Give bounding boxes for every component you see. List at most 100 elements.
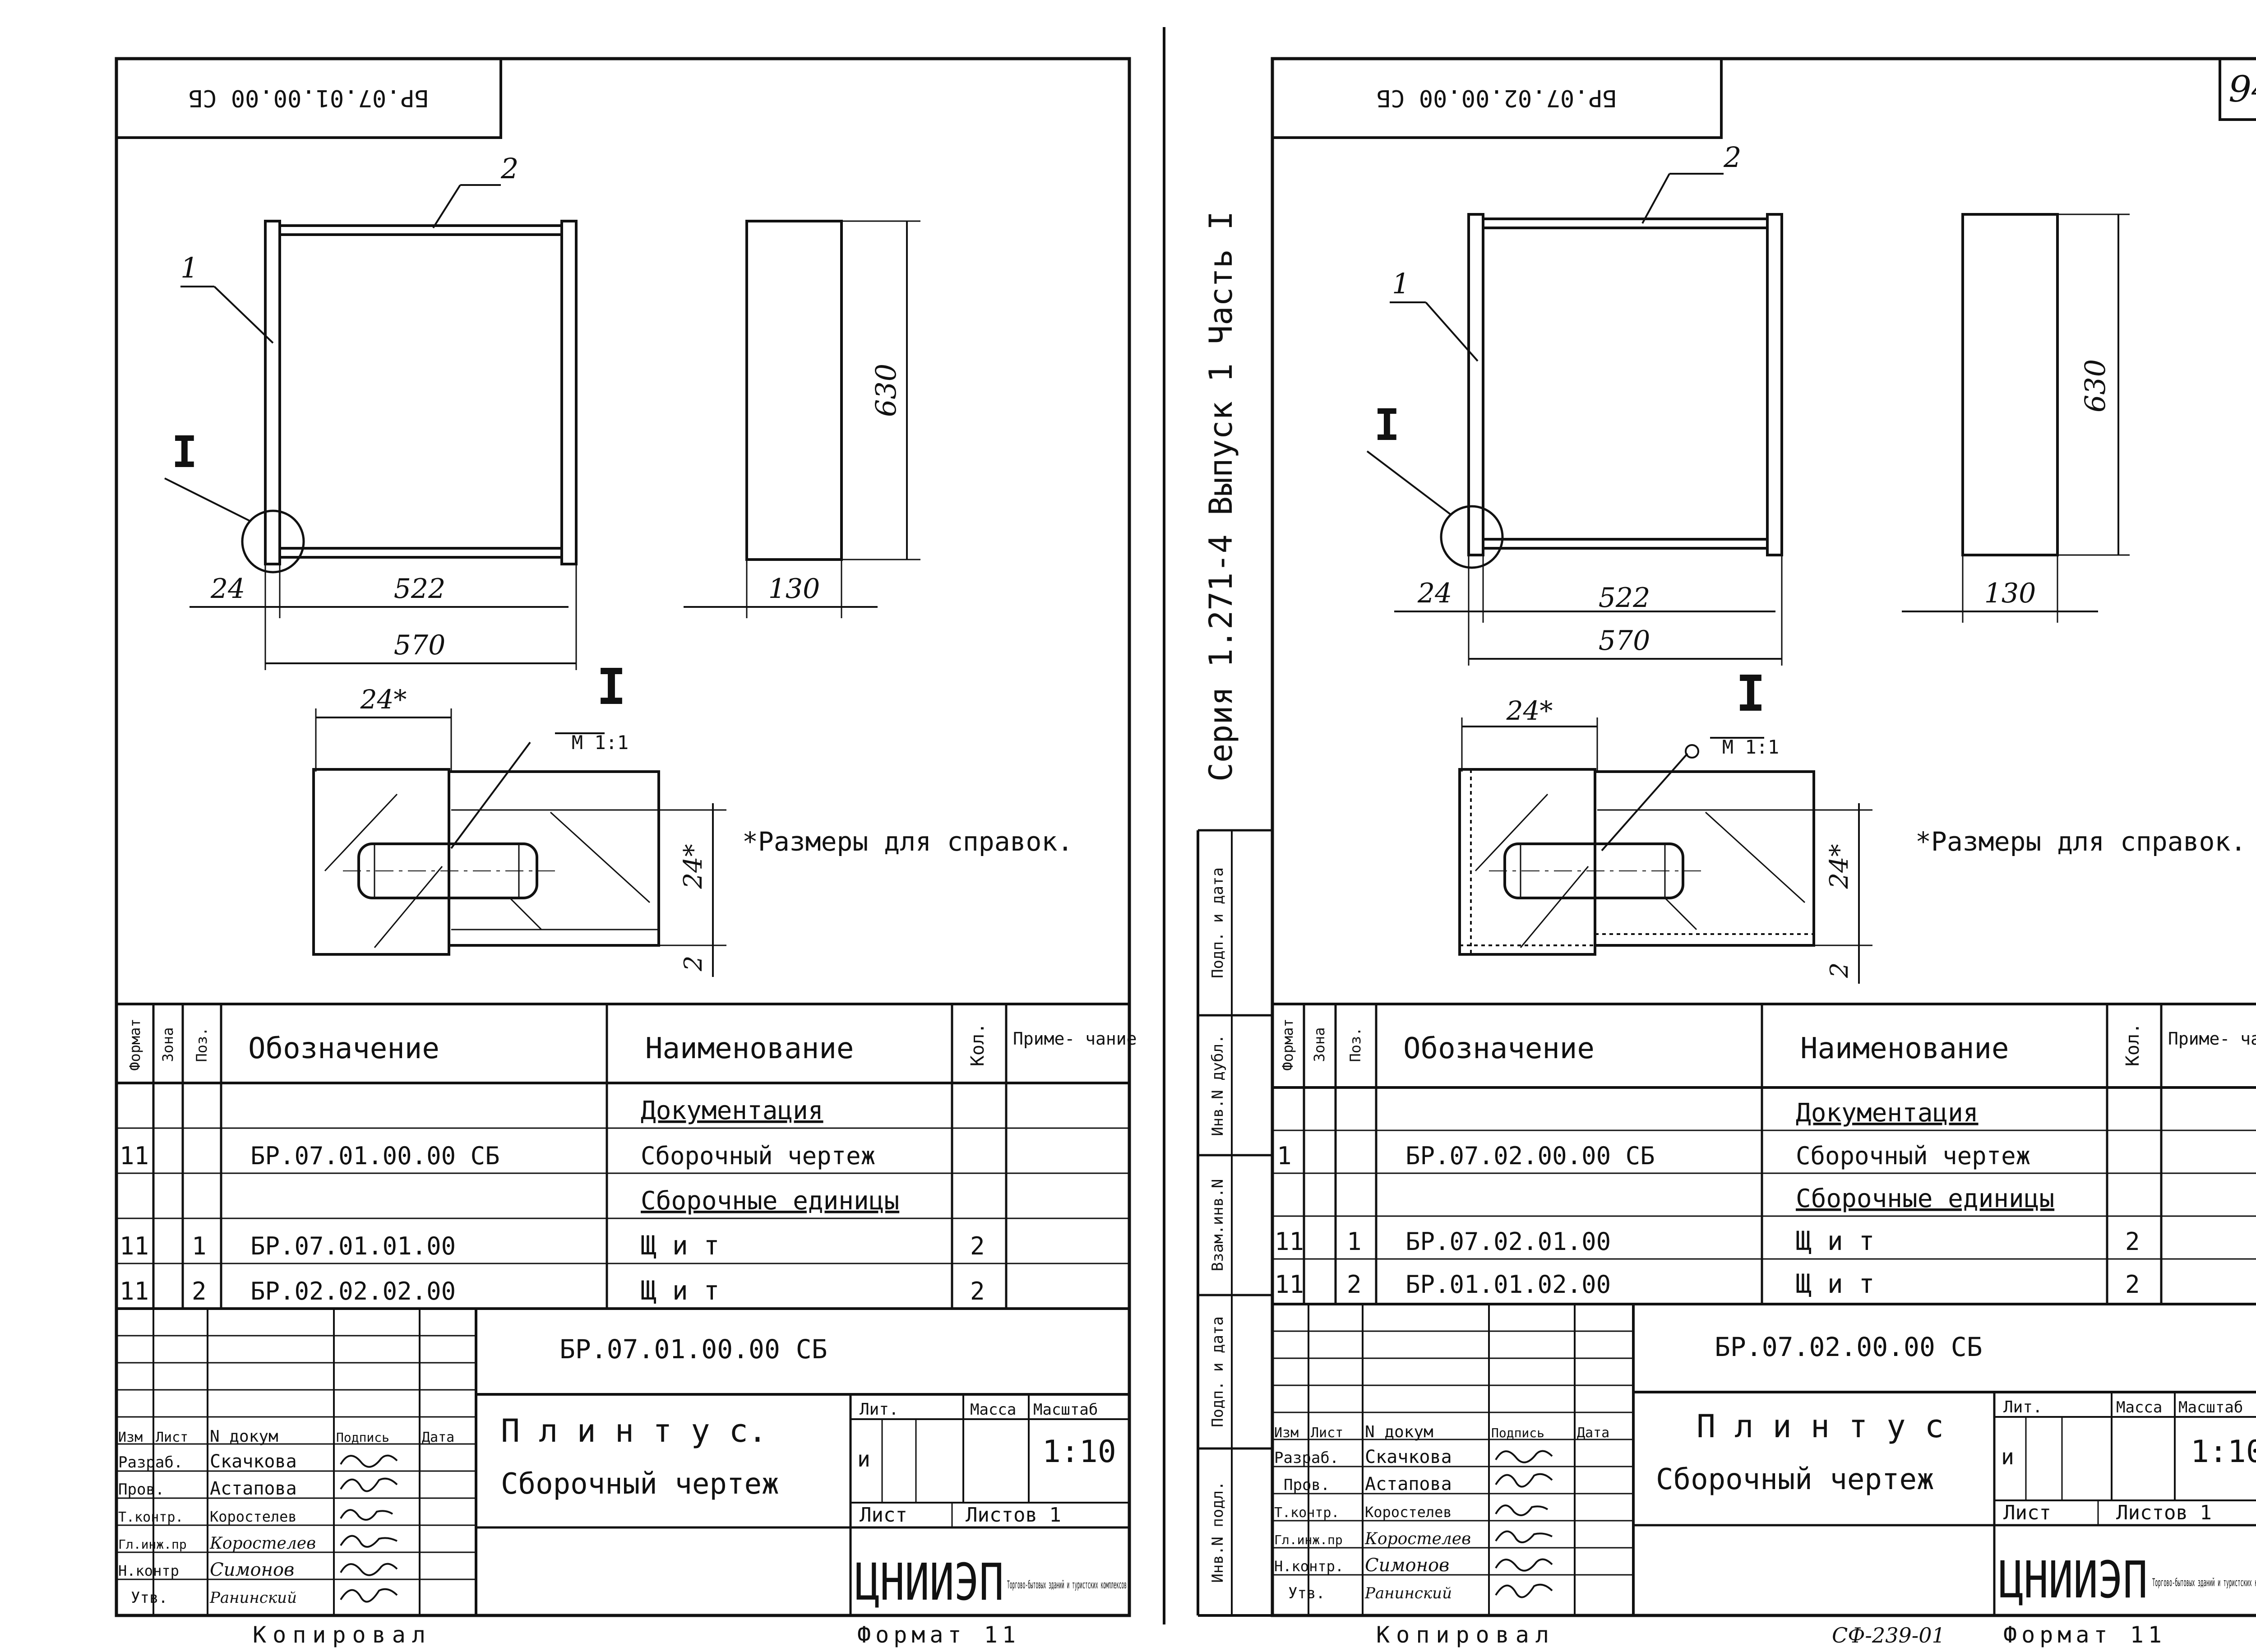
role-label: Гл.инж.пр (1274, 1532, 1343, 1547)
col-label-izm: Изм (1274, 1425, 1299, 1441)
lit-value: и (857, 1447, 870, 1472)
row-name: Щ и т (641, 1230, 720, 1261)
row-pos: 2 (1347, 1270, 1362, 1299)
row-designation: БР.01.01.02.00 (1405, 1270, 1611, 1299)
position-1-label: 1 (180, 251, 198, 284)
col-label-list: Лист (1311, 1425, 1343, 1441)
top-rail (1482, 217, 1769, 229)
doc-code: БР.07.01.00.00 СБ (559, 1334, 828, 1365)
role-label: Н.контр. (1274, 1558, 1344, 1575)
header-designation: Обозначение (248, 1032, 439, 1065)
dimension-2: 2 (1825, 963, 1854, 978)
leader-line (450, 741, 531, 849)
side-column-label: Подп. и дата (1209, 867, 1227, 978)
title-block: БР.07.01.00.00 СБ П л и н т у с. Сборочн… (116, 1307, 1129, 1615)
hatch-line (1475, 793, 1549, 872)
row-designation: БР.07.01.00.00 СБ (250, 1142, 500, 1170)
row-qty: 2 (970, 1277, 985, 1305)
scale-value: 1:10 (2191, 1434, 2256, 1470)
person-name: Скачкова (210, 1451, 297, 1472)
person-name: Коростелев (1364, 1530, 1471, 1548)
row-name: Щ и т (1796, 1268, 1875, 1299)
role-label: Пров. (1284, 1476, 1330, 1494)
dimension-630: 630 (2079, 359, 2112, 412)
mass-label: Масса (2116, 1398, 2162, 1416)
left-sheet: БР.07.01.00.00 СБ 2 1 I 24 522 570 (115, 57, 1137, 1648)
role-label: Н.контр (118, 1562, 179, 1579)
front-view: 2 1 I 24 522 570 (1366, 141, 1783, 666)
detail-section: 24* I М 1:1 24* 2 *Размеры для справок. (312, 658, 1073, 977)
row-pos: 1 (192, 1232, 207, 1260)
header-note: Приме- чание (2168, 1029, 2256, 1049)
side-column-label: Подп. и дата (1209, 1316, 1227, 1427)
row-name: Щ и т (641, 1275, 720, 1306)
signature (1495, 1450, 1553, 1463)
mass-label: Масса (970, 1401, 1016, 1419)
lit-value: и (2001, 1444, 2014, 1470)
person-name: Ранинский (209, 1589, 297, 1607)
hatch-line (374, 866, 443, 948)
person-name: Симонов (1365, 1555, 1449, 1576)
section-documentation: Документация (641, 1096, 823, 1125)
col-label-podpis: Подпись (1491, 1425, 1544, 1440)
top-rail (278, 224, 563, 236)
header-name: Наименование (1800, 1032, 2009, 1065)
dimension-24-star-vertical: 24* (1825, 844, 1854, 889)
series-label: Серия 1.271-4 Выпуск 1 Часть I (1202, 211, 1239, 782)
person-name: Коростелев (210, 1508, 297, 1525)
side-profile (1961, 213, 2059, 556)
front-view: 2 1 I 24 522 570 (164, 152, 578, 670)
position-2-label: 2 (500, 152, 518, 185)
signature (340, 1588, 398, 1603)
row-name: Сборочный чертеж (641, 1142, 875, 1170)
section-mark: I (171, 427, 198, 477)
row-format: 11 (1275, 1227, 1304, 1256)
header-qty: Кол. (967, 1023, 988, 1066)
col-label-list: Лист (156, 1430, 188, 1445)
col-label-izm: Изм (118, 1430, 143, 1445)
sheet-frame (115, 57, 1131, 1617)
stamp-code: БР.07.02.00.00 СБ (1377, 84, 1617, 111)
side-column-label: Инв.N подл. (1209, 1481, 1227, 1583)
detail-circle (241, 509, 305, 574)
org-subtitle: Торгово-бытовых зданий и туристских комп… (1007, 1578, 1127, 1591)
detail-scale: М 1:1 (1722, 736, 1779, 758)
footer-form-code: СФ-239-01 (1832, 1623, 1945, 1647)
stamp-box (1272, 59, 1723, 139)
spec-table: Формат Зона Поз. Обозначение Наименовани… (116, 1003, 1137, 1309)
col-label-ndokum: N докум (210, 1427, 278, 1446)
row-pos: 1 (1347, 1227, 1362, 1256)
row-designation: БР.02.02.02.00 (250, 1277, 456, 1305)
col-label-data: Дата (1577, 1425, 1609, 1441)
section-assembly-units: Сборочные единицы (641, 1186, 899, 1216)
row-designation: БР.07.02.00.00 СБ (1405, 1142, 1655, 1170)
side-column-label: Взам.инв.N (1209, 1179, 1227, 1272)
sheets-label: Листов 1 (966, 1504, 1061, 1527)
side-profile (745, 220, 843, 561)
row-format: 11 (120, 1277, 149, 1305)
role-label: Пров. (118, 1481, 164, 1499)
org-subtitle: Торгово-бытовых зданий и туристских комп… (2152, 1576, 2256, 1589)
row-name: Щ и т (1796, 1226, 1875, 1256)
section-assembly-units: Сборочные единицы (1796, 1184, 2054, 1213)
dimension-24: 24 (210, 573, 245, 605)
sheets-label: Листов 1 (2116, 1501, 2212, 1524)
detail-board (1458, 768, 1596, 956)
leader-line (1641, 173, 1670, 224)
person-name: Скачкова (1365, 1447, 1452, 1467)
side-board (1467, 213, 1484, 556)
col-label-data: Дата (422, 1430, 454, 1445)
position-2-label: 2 (1723, 141, 1741, 174)
footer-copied: Копировал (253, 1622, 432, 1648)
stamp-code: БР.07.01.00.00 СБ (189, 84, 429, 111)
header-format: Формат (126, 1018, 143, 1071)
sheet-label: Лист (2003, 1501, 2051, 1524)
doc-code: БР.07.02.00.00 СБ (1715, 1332, 1983, 1362)
section-documentation: Документация (1796, 1098, 1979, 1128)
reference-note: *Размеры для справок. (742, 826, 1073, 857)
section-mark: I (1374, 400, 1400, 450)
detail-board (312, 768, 450, 956)
sheet-frame (1271, 57, 2256, 1617)
role-label: Утв. (1288, 1584, 1325, 1602)
